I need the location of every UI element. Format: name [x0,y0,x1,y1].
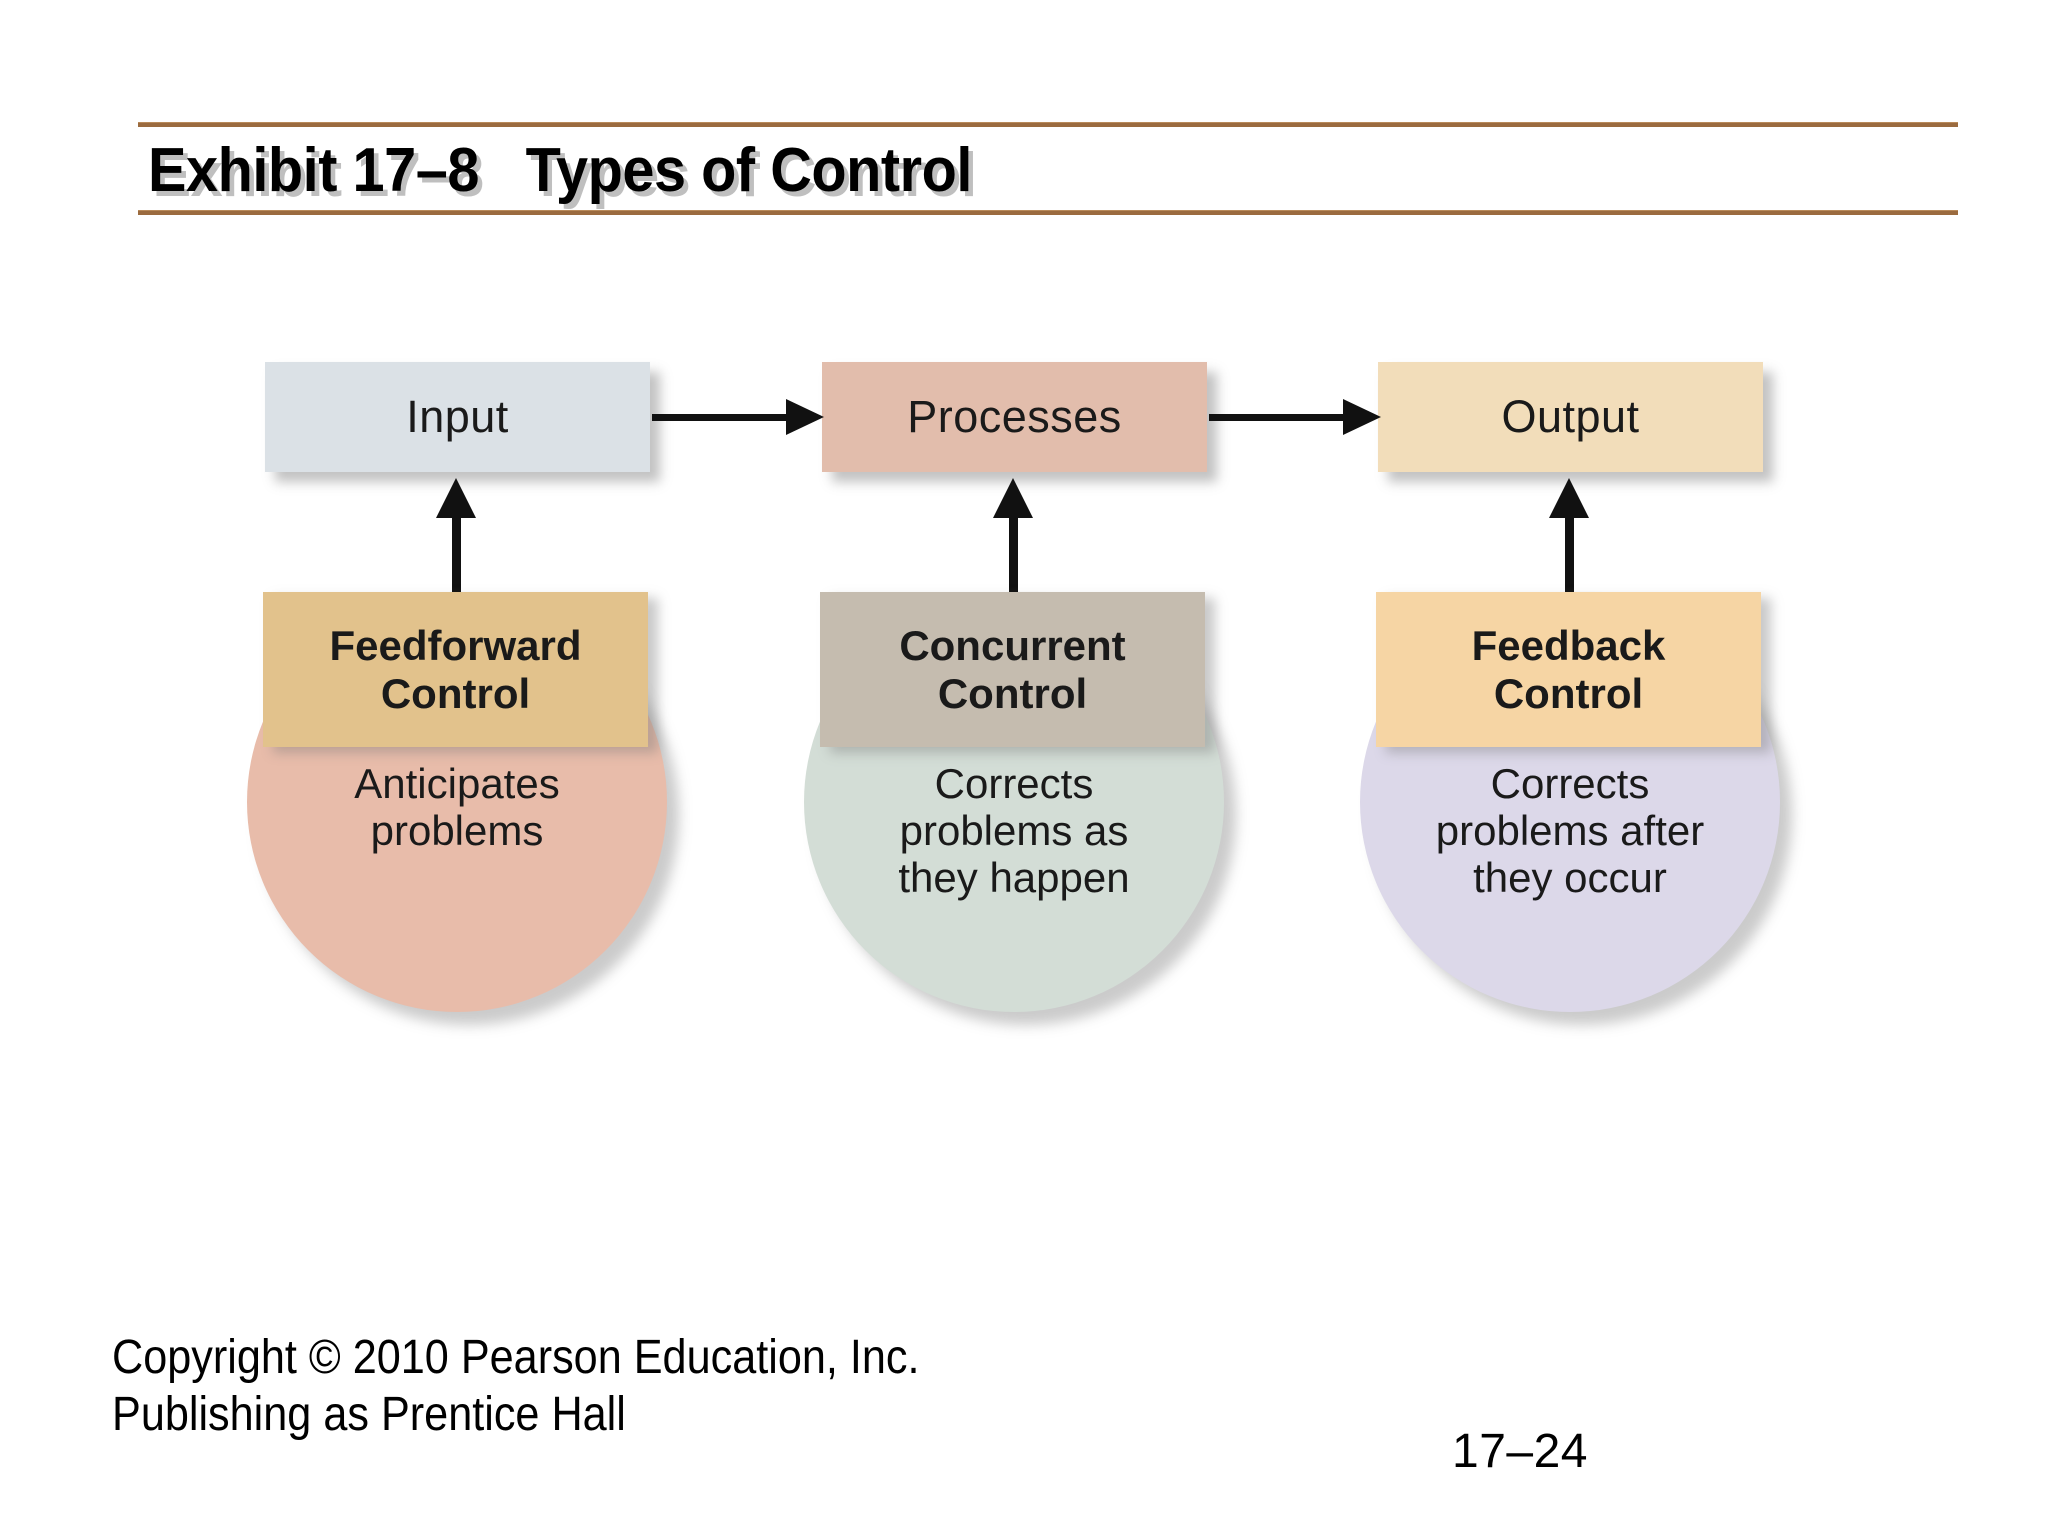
control-header-feedforward: Feedforward Control [263,592,648,747]
control-body-text-feedforward: Anticipates problems [354,760,560,855]
arrow-shaft [452,510,461,593]
page-title: Exhibit 17–8 Types of Control [148,136,972,205]
flow-box-output: Output [1378,362,1763,472]
flow-box-processes: Processes [822,362,1207,472]
arrow-shaft [1565,510,1574,593]
arrow-shaft [1209,414,1345,421]
arrow-right-input-to-processes-icon [652,399,824,435]
arrow-shaft [652,414,788,421]
arrow-up-feedforward-to-input-icon [436,478,476,593]
arrow-up-concurrent-to-processes-icon [993,478,1033,593]
arrow-right-processes-to-output-icon [1209,399,1381,435]
title-rule-top [138,122,1958,127]
control-unit-feedback: Corrects problems after they occur Feedb… [1360,592,1780,1032]
arrow-shaft [1009,510,1018,593]
title-rule-bottom [138,210,1958,215]
control-unit-concurrent: Corrects problems as they happen Concurr… [804,592,1224,1032]
control-header-concurrent: Concurrent Control [820,592,1205,747]
control-body-text-feedback: Corrects problems after they occur [1435,760,1705,902]
arrow-head [786,399,824,435]
slide-header: Exhibit 17–8 Types of Control [0,0,2048,240]
flow-box-input: Input [265,362,650,472]
arrow-head [1343,399,1381,435]
copyright-notice: Copyright © 2010 Pearson Education, Inc.… [112,1331,920,1441]
page-number: 17–24 [1452,1425,1588,1478]
control-header-feedback: Feedback Control [1376,592,1761,747]
control-body-text-concurrent: Corrects problems as they happen [898,760,1130,902]
arrow-up-feedback-to-output-icon [1549,478,1589,593]
control-unit-feedforward: Anticipates problems Feedforward Control [247,592,667,1032]
